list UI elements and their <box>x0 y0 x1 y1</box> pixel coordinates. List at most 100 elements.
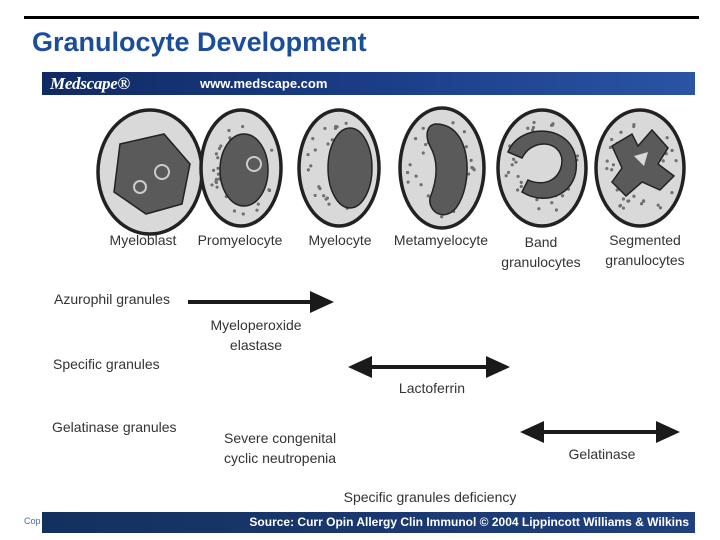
band-granule <box>506 170 511 175</box>
promyelocyte-granule <box>256 202 260 206</box>
segmented-nucleus-lobe-gap <box>634 152 648 166</box>
segmented-granule <box>665 136 669 140</box>
metamyelocyte-granule <box>414 174 418 178</box>
myeloblast-nucleolus <box>133 180 147 194</box>
metamyelocyte-granule <box>405 170 410 175</box>
segmented-granule <box>632 122 636 127</box>
band-granule <box>551 122 555 126</box>
metamyelocyte-granule <box>423 142 428 147</box>
myelocyte-granule <box>311 137 315 141</box>
segmented-granule <box>627 199 631 203</box>
promyelocyte-granule <box>241 212 245 216</box>
stage-label-myelocyte: Myelocyte <box>308 232 372 248</box>
source-citation: Source: Curr Opin Allergy Clin Immunol ©… <box>249 515 689 529</box>
metamyelocyte-nucleus <box>426 123 468 216</box>
myelocyte-granule <box>327 202 331 206</box>
promyelocyte-granule <box>216 166 220 170</box>
copyright-fragment: Cop <box>24 516 41 526</box>
segmented-granule <box>661 159 665 163</box>
metamyelocyte-granule <box>462 130 466 134</box>
band-granule <box>531 125 536 130</box>
band-granule <box>531 128 535 132</box>
segmented-granule <box>670 148 674 153</box>
metamyelocyte-granule <box>421 126 425 130</box>
promyelocyte-granule <box>219 144 223 148</box>
myelocyte-granule <box>313 193 317 198</box>
myelocyte-granule <box>322 194 326 198</box>
stage-label-myeloblast: Myeloblast <box>109 232 177 248</box>
segmented-granule <box>639 202 644 206</box>
metamyelocyte-granule <box>469 158 473 162</box>
metamyelocyte-granule <box>440 215 444 219</box>
myelocyte-granule <box>330 138 334 142</box>
source-footer: Source: Curr Opin Allergy Clin Immunol ©… <box>42 512 695 533</box>
band-granule <box>510 163 514 167</box>
myelocyte-granule <box>323 126 327 131</box>
segmented-granule <box>621 206 626 210</box>
band-granule <box>560 194 565 198</box>
myeloblast-nucleus <box>113 133 191 215</box>
myeloblast-nucleolus <box>154 164 170 180</box>
segmented-granule <box>658 206 663 210</box>
promyelocyte-granule <box>216 172 220 176</box>
promyelocyte-granule <box>211 168 216 172</box>
band-granule <box>554 208 559 212</box>
myelocyte-granule <box>344 121 348 125</box>
segmented-granule <box>611 163 616 167</box>
metamyelocyte-granule <box>419 183 423 187</box>
metamyelocyte-granule <box>421 151 425 155</box>
segmented-granule <box>618 204 622 208</box>
promyelocyte-granule <box>270 148 274 152</box>
myelocyte-granule <box>306 168 310 172</box>
band-granule <box>511 157 516 161</box>
metamyelocyte-granule <box>464 145 468 149</box>
promyelocyte-granule <box>214 177 219 181</box>
gelatinase-content: Gelatinase <box>568 446 636 462</box>
specific-granules-content: Lactoferrin <box>398 380 466 396</box>
myelocyte-granule <box>326 142 330 146</box>
segmented-granule <box>605 166 609 171</box>
cell-illustrations <box>96 106 686 236</box>
deficiency-severe-congenital: Severe congenital cyclic neutropenia <box>224 430 337 466</box>
segmented-granule <box>619 130 623 134</box>
band-granule <box>504 174 508 178</box>
promyelocyte-nucleolus <box>246 156 262 172</box>
myelocyte-granule <box>309 164 313 168</box>
band-granule <box>537 207 541 211</box>
band-granule <box>516 174 520 179</box>
promyelocyte-granule <box>232 209 237 213</box>
band-granule <box>515 188 520 192</box>
stage-label-metamyelocyte: Metamyelocyte <box>393 232 489 248</box>
metamyelocyte-granule <box>451 121 455 125</box>
promyelocyte-granule <box>215 185 219 189</box>
metamyelocyte-granule <box>472 168 476 172</box>
stage-label-band-granulocytes: Band granulocytes <box>501 234 581 270</box>
azurophil-arrow <box>188 291 334 313</box>
medscape-url: www.medscape.com <box>200 76 328 91</box>
band-granule <box>526 126 530 130</box>
metamyelocyte-granule <box>406 180 410 184</box>
myelocyte-granule <box>318 187 322 191</box>
segmented-granule <box>610 137 614 142</box>
segmented-granule <box>642 199 646 203</box>
segmented-granule <box>632 194 636 198</box>
band-granule <box>514 160 518 164</box>
granule-label-gelatinase: Gelatinase granules <box>52 419 177 435</box>
metamyelocyte-granule <box>408 163 412 167</box>
specific-granules-arrow <box>348 356 510 378</box>
metamyelocyte-granule <box>467 172 471 176</box>
top-rule <box>24 16 699 19</box>
myelocyte-nucleus <box>327 127 373 209</box>
granule-label-azurophil: Azurophil granules <box>54 291 170 307</box>
granulocyte-figure: Medscape® www.medscape.com Myeloblast Pr… <box>42 72 695 533</box>
promyelocyte-granule <box>214 152 219 156</box>
segmented-granule <box>608 145 612 150</box>
promyelocyte-granule <box>216 156 220 160</box>
promyelocyte-granule <box>227 128 231 133</box>
myelocyte-granule <box>334 124 338 129</box>
myelocyte-granule <box>306 153 310 157</box>
myelocyte-granule <box>324 197 328 201</box>
promyelocyte-granule <box>255 208 259 212</box>
promyelocyte-granule <box>241 124 245 129</box>
promyelocyte-granule <box>267 188 272 193</box>
